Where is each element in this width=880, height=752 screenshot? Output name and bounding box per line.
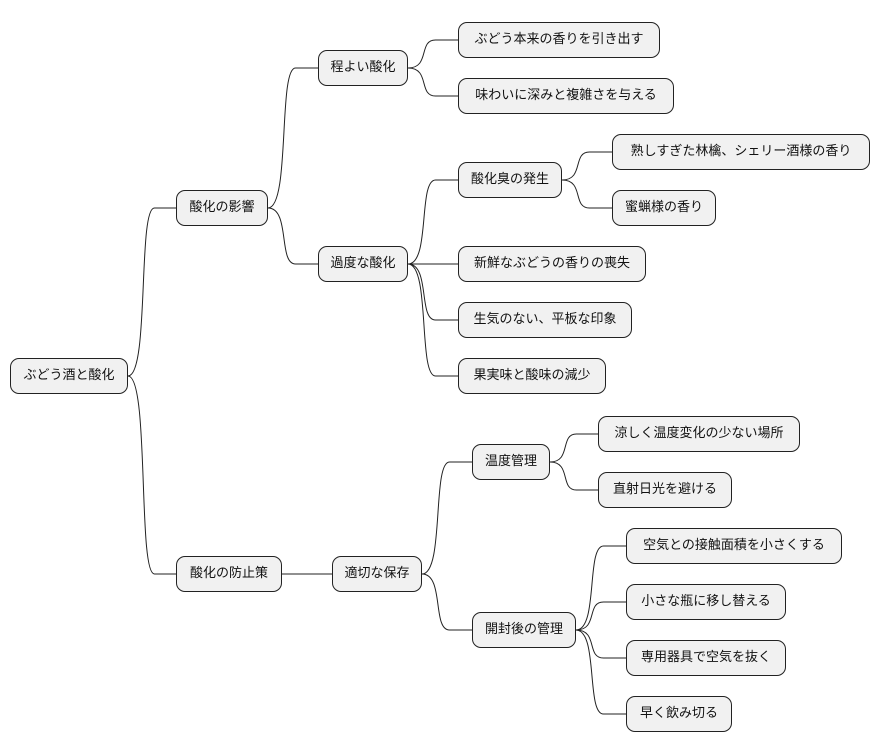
connector-odor-to-odor-1 [561,179,612,209]
connector-root-to-inf [127,207,176,377]
node-excessive-oxidation: 過度な酸化 [318,246,408,282]
root-node: ぶどう酒と酸化 [10,358,128,394]
node-temperature-control: 温度管理 [472,444,550,480]
node-influence: 酸化の影響 [176,190,268,226]
connector-open-to-open-3 [575,629,626,715]
leaf-excessive-3: 果実味と酸味の減少 [458,358,606,394]
connector-exc-to-odor [407,179,458,265]
leaf-after-opening-3: 専用器具で空気を抜く [626,640,786,676]
node-moderate-oxidation: 程よい酸化 [318,50,408,86]
leaf-after-opening-4: 早く飲み切る [626,696,732,732]
connector-temp-to-temp-1 [549,461,598,491]
leaf-excessive-2: 生気のない、平板な印象 [458,302,632,338]
connector-stor-to-open [421,573,472,631]
node-prevention: 酸化の防止策 [176,556,282,592]
leaf-moderate-1: ぶどう本来の香りを引き出す [458,22,660,58]
connector-open-to-open-2 [575,629,626,659]
connector-mod-to-mod-0 [407,39,458,69]
connector-temp-to-temp-0 [549,433,598,463]
node-oxidation-odor: 酸化臭の発生 [458,162,562,198]
node-after-opening: 開封後の管理 [472,612,576,648]
connector-open-to-open-1 [575,601,626,631]
leaf-after-opening-2: 小さな瓶に移し替える [626,584,786,620]
leaf-odor-1: 熟しすぎた林檎、シェリー酒様の香り [612,134,870,170]
leaf-excessive-1: 新鮮なぶどうの香りの喪失 [458,246,646,282]
leaf-temperature-1: 涼しく温度変化の少ない場所 [598,416,800,452]
connector-inf-to-exc [267,207,318,265]
connector-inf-to-mod [267,67,318,209]
connector-open-to-open-0 [575,545,626,631]
leaf-temperature-2: 直射日光を避ける [598,472,732,508]
connector-exc-to-exc-1 [407,263,458,321]
leaf-moderate-2: 味わいに深みと複雑さを与える [458,78,674,114]
connector-odor-to-odor-0 [561,151,612,181]
connector-exc-to-exc-2 [407,263,458,377]
connector-root-to-prev [127,375,176,575]
connector-mod-to-mod-1 [407,67,458,97]
leaf-after-opening-1: 空気との接触面積を小さくする [626,528,842,564]
leaf-odor-2: 蜜蝋様の香り [612,190,716,226]
connector-stor-to-temp [421,461,472,575]
node-proper-storage: 適切な保存 [332,556,422,592]
